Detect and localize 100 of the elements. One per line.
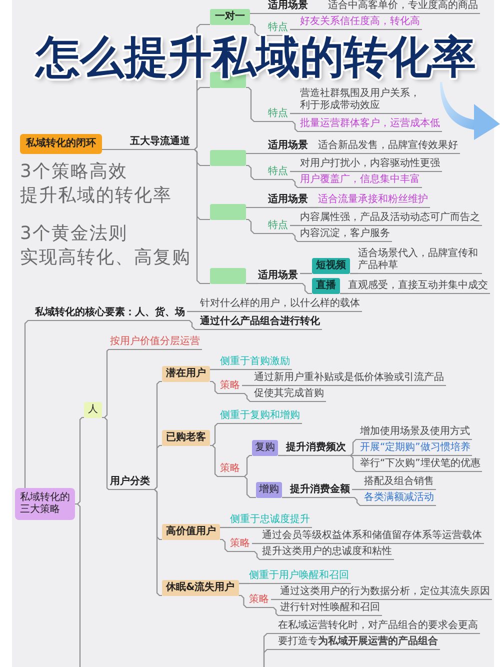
connector-line (187, 310, 200, 312)
channel-box: 一对一 (210, 9, 250, 25)
connector-line (290, 170, 300, 172)
connector-line (242, 384, 254, 386)
branch-text: 适用场景 (268, 194, 310, 208)
branch-text: 特点 (268, 220, 290, 234)
headline-text: 提升私域的转化率 (20, 184, 172, 208)
branch-text: 好友关系信任度高，转化高 (300, 16, 422, 30)
branch-text: 开展“定期购”做习惯培养 (360, 442, 472, 456)
branch-text: 通过会员等级权益体系和储值留存体系等运营载体 (262, 530, 484, 544)
connector-line (242, 476, 256, 498)
connector-line (210, 368, 220, 370)
connector-line (24, 320, 35, 488)
branch-text: 适合流量承接和粉丝维护 (318, 194, 430, 208)
connector-line (220, 526, 230, 528)
connector-line (220, 538, 230, 552)
connector-line (252, 550, 262, 560)
branch-text: 适用场景 (268, 140, 310, 154)
connector-line (246, 218, 268, 234)
branch-text: 要打造专为私域开展运营的产品组合 (278, 636, 440, 650)
connector-line (187, 320, 200, 330)
branch-text: 特点 (268, 108, 290, 122)
branch-text: 私域转化的核心要素：人、货、场 (35, 307, 187, 321)
branch-text: 用户覆盖广，信息集中丰富 (300, 174, 422, 188)
connector-line (340, 292, 348, 294)
connector-line (290, 232, 300, 242)
branch-text: 适合场景代入，品牌宣传和产品种草 (358, 248, 482, 274)
connector-line (290, 224, 300, 226)
connector-line (102, 348, 110, 418)
channel-box (210, 204, 246, 220)
connector-line (250, 12, 268, 14)
connector-line (252, 542, 262, 544)
connector-line (290, 178, 300, 188)
branch-text: 各类满额减活动 (364, 492, 436, 506)
branch-text: 提升这类用户的忠诚度和粘性 (262, 546, 394, 560)
connector-line (278, 454, 286, 456)
branch-text: 适用场景 (258, 270, 300, 284)
connector-line (310, 152, 318, 154)
branch-text: 进行针对性唤醒和召回 (280, 602, 382, 616)
branch-text: 提升消费金额 (290, 484, 352, 498)
connector-line (271, 606, 280, 616)
branch-text: 举行“下次购”埋伏笔的优惠 (360, 458, 482, 472)
branch-text: 策略 (220, 463, 242, 477)
branch-text: 策略 (230, 538, 252, 552)
connector-line (238, 582, 249, 584)
branch-text: 对用户打扰小，内容驱动性更强 (300, 158, 442, 172)
branch-text: 针对什么样的用户，以什么样的载体 (200, 298, 362, 312)
connector-line (246, 86, 268, 122)
segment-box: 潜在用户 (162, 366, 210, 382)
segment-box: 已购老客 (162, 430, 210, 446)
connector-line (210, 380, 220, 394)
connector-line (348, 438, 360, 456)
connector-line (352, 488, 364, 490)
connector-line (246, 282, 258, 284)
connector-line (271, 598, 280, 600)
tactic-box: 增购 (256, 482, 282, 498)
branch-text: 内容沉淀，客户服务 (300, 228, 392, 242)
branch-text: 用户分类 (110, 476, 152, 490)
channel-box (210, 268, 246, 284)
connector-line (246, 152, 268, 154)
branch-text: 通过这类用户的行为数据分析，定位其流失原因 (280, 586, 492, 600)
branch-text: 直观感受，直接互动并集中成交 (348, 280, 490, 294)
connector-line (152, 444, 162, 490)
connector-line (210, 422, 220, 446)
branch-text: 提升消费频次 (286, 442, 348, 456)
connector-line (75, 416, 84, 505)
branch-text: 批量运营群体客户，运营成本低 (300, 118, 442, 132)
branch-text: 按用户价值分层运营 (110, 336, 202, 350)
branch-text: 策略 (249, 594, 271, 608)
branch-text: 特点 (268, 166, 290, 180)
connector-line (242, 392, 254, 402)
connector-line (290, 28, 300, 30)
connector-line (242, 454, 252, 478)
connector-line (192, 86, 210, 150)
connector-line (348, 454, 360, 472)
connector-line (310, 12, 328, 14)
connector-line (290, 120, 300, 132)
branch-text: 策略 (220, 380, 242, 394)
branch-text: 五大导流通道 (130, 136, 192, 150)
connector-line (352, 496, 364, 506)
connector-line (192, 148, 210, 284)
branch-text: 侧重于首购激励 (220, 356, 292, 370)
branch-text: 搭配及组合销售 (364, 476, 436, 490)
root-box: 私域转化的三大策略 (15, 488, 75, 520)
connector-line (290, 112, 300, 114)
branch-text: 适合新品发售，品牌宣传效果好 (318, 140, 460, 154)
connector-line (238, 594, 249, 608)
connector-line (75, 503, 81, 667)
connector-line (350, 272, 358, 274)
format-box: 短视频 (312, 258, 350, 274)
connector-line (310, 206, 318, 208)
headline-text: 3个黄金法则 (20, 222, 128, 246)
tactic-box: 复购 (252, 440, 278, 456)
connector-line (210, 444, 220, 478)
branch-text: 增加使用场景及使用方式 (360, 426, 472, 440)
connector-line (300, 272, 312, 274)
headline-text: 实现高转化、高复购 (20, 246, 191, 270)
headline-text: 3个策略高效 (20, 160, 128, 184)
connector-line (282, 496, 290, 498)
branch-text: 通过新用户重补贴或是低价体验或引流产品 (254, 372, 446, 386)
